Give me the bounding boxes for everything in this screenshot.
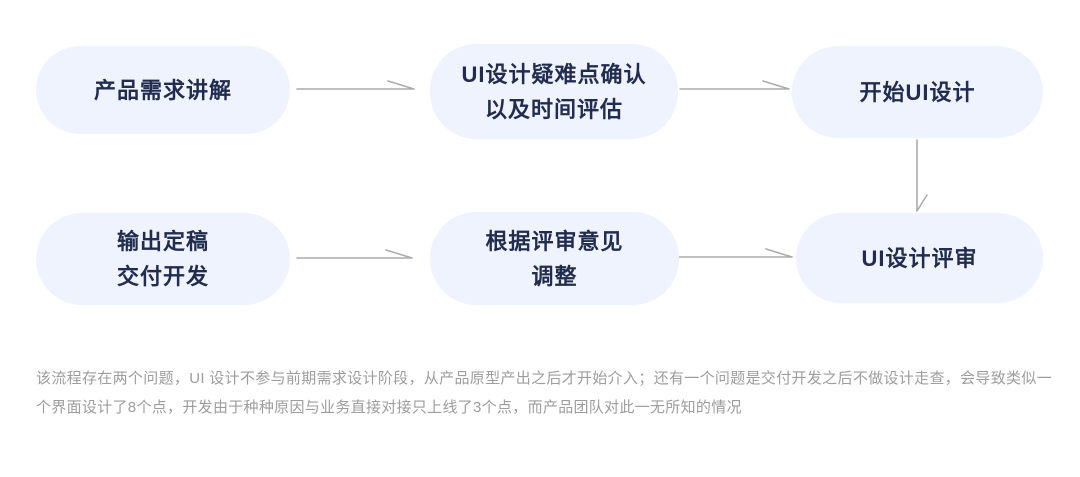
node-label-line: 调整	[531, 263, 578, 289]
arrow-adjust-per-review-to-ui-design-review	[677, 248, 793, 258]
node-label-line: 交付开发	[116, 264, 209, 289]
node-label-line: 开始UI设计	[859, 79, 976, 105]
node-label-line: 输出定稿	[116, 229, 209, 254]
flow-node-ui-difficulty-confirm: UI设计疑难点确认 以及时间评估	[430, 44, 678, 139]
arrow-ui-difficulty-confirm-to-start-ui-design	[679, 80, 790, 90]
flow-node-adjust-per-review: 根据评审意见 调整	[430, 212, 679, 305]
arrow-deliver-to-dev-to-adjust-per-review	[296, 249, 413, 259]
flow-node-ui-design-review: UI设计评审	[796, 213, 1043, 303]
flow-node-deliver-to-dev: 输出定稿 交付开发	[36, 213, 290, 305]
node-label-line: 产品需求讲解	[93, 77, 232, 103]
node-label-line: 以及时间评估	[484, 96, 623, 122]
arrow-product-requirements-to-ui-difficulty-confirm	[296, 80, 415, 90]
node-label-line: 根据评审意见	[485, 228, 624, 254]
flow-node-start-ui-design: 开始UI设计	[792, 46, 1043, 138]
flow-node-product-requirements: 产品需求讲解	[36, 46, 290, 134]
arrow-start-ui-design-to-ui-design-review	[916, 139, 928, 212]
node-label-line: UI设计疑难点确认	[461, 61, 647, 87]
caption-text: 该流程存在两个问题，UI 设计不参与前期需求设计阶段，从产品原型产出之后才开始介…	[36, 370, 1052, 416]
node-label-line: UI设计评审	[861, 245, 978, 271]
